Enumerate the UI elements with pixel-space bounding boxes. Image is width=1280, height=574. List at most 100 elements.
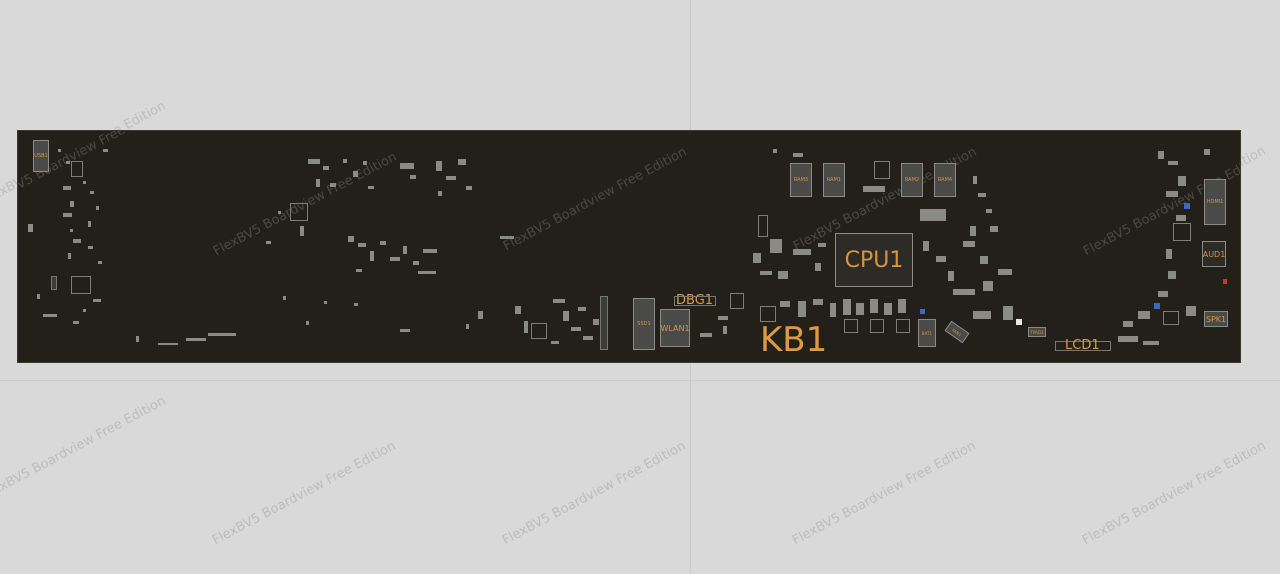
pad [66,161,70,164]
ram-chip[interactable]: RAM3 [790,163,812,197]
cpu-chip[interactable]: CPU1 [835,233,913,287]
component-footprint[interactable] [760,306,776,322]
pad [998,269,1012,275]
component-footprint[interactable] [1173,223,1191,241]
component-footprint[interactable] [874,161,890,179]
pad [583,336,593,340]
pad [390,257,400,261]
pad [723,326,727,334]
ssd-connector[interactable]: SSD1 [633,298,655,350]
watermark-text: FlexBV5 Boardview Free Edition [790,438,979,549]
component-footprint[interactable] [844,319,858,333]
pad [70,201,74,207]
component-footprint[interactable] [71,276,91,294]
highlight-pad[interactable] [1184,203,1190,209]
hdmi-connector[interactable]: HDMI1 [1204,179,1226,225]
pad [948,271,954,281]
pad [103,149,108,152]
touchpad-connector[interactable]: TPAD1 [1028,327,1046,337]
pad [793,249,811,255]
pad [380,241,386,245]
pad [83,309,86,312]
lcd-connector-label[interactable]: LCD1 [1065,338,1100,353]
pad [970,226,976,236]
component-footprint[interactable] [71,161,83,177]
speaker-connector[interactable]: SPK1 [1204,311,1228,327]
wlan-module[interactable]: WLAN1 [660,309,690,347]
pad [73,239,81,243]
audio-jack[interactable]: AUD1 [1202,241,1226,267]
pad [1003,306,1013,320]
pad [963,241,975,247]
pad [898,299,906,313]
pad [578,307,586,311]
ram-chip[interactable]: RAM1 [823,163,845,197]
keyboard-connector-label[interactable]: KB1 [760,320,828,360]
pad [266,241,271,244]
pad [413,261,419,265]
pad [403,246,407,254]
pad [843,299,851,315]
pad [1204,149,1210,155]
pad [1186,306,1196,316]
canvas-horizontal-guide [0,380,1280,381]
pad [500,236,514,239]
highlight-pad[interactable] [1154,303,1160,309]
pad [354,303,358,306]
pad [438,191,442,196]
alert-pad[interactable] [1223,279,1227,284]
ram-chip[interactable]: RAM2 [901,163,923,197]
component-footprint[interactable] [896,319,910,333]
dbg-connector-label[interactable]: DBG1 [676,293,714,308]
pad [478,311,483,319]
lcd-connector[interactable] [1055,341,1111,351]
pad [458,159,466,165]
pad [920,209,946,221]
pad [316,179,320,187]
pad [770,239,782,253]
pad [348,236,354,242]
pad [551,341,559,344]
fan-connector[interactable]: FAN1 [944,320,970,344]
pad [815,263,821,271]
dbg-connector[interactable] [674,296,716,306]
pad [278,211,281,214]
pad [1123,321,1133,327]
ram-chip[interactable]: RAM4 [934,163,956,197]
component-footprint[interactable] [758,215,768,237]
pad [1158,151,1164,159]
pad [793,153,803,157]
pad [343,159,347,163]
battery-connector[interactable]: BAT1 [918,319,936,347]
pad [368,186,374,189]
highlight-pad[interactable] [920,309,925,314]
usb-connector[interactable]: USB1 [33,140,49,172]
pcb-board-view[interactable]: FlexBV5 Boardview Free Edition FlexBV5 B… [17,130,1241,363]
pad [400,163,414,169]
component-footprint[interactable] [730,293,744,309]
pad [818,243,826,247]
pad [1178,176,1186,186]
pad [300,226,304,236]
component-footprint[interactable] [290,203,308,221]
pad [158,343,178,345]
pad [306,321,309,325]
pad [718,316,728,320]
pad [973,176,977,184]
pad [93,299,101,302]
pad [88,221,91,227]
pad [353,171,358,177]
pad [446,176,456,180]
pad [70,229,73,232]
pad [778,271,788,279]
pad [813,299,823,305]
component-footprint[interactable] [531,323,547,339]
pad [978,193,986,197]
component-footprint[interactable] [870,319,884,333]
pad [410,175,416,179]
pad [923,241,929,251]
connector-strip[interactable] [600,296,608,350]
pad [208,333,236,336]
component-footprint[interactable] [1163,311,1179,325]
component-footprint[interactable] [51,276,57,290]
